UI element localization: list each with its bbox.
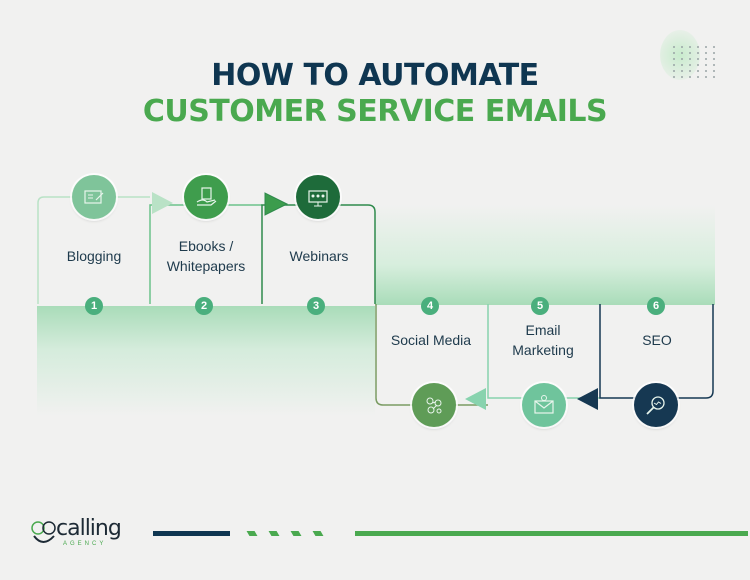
title-line-2: CUSTOMER SERVICE EMAILS: [142, 94, 608, 129]
step-2-badge: 2: [195, 297, 213, 315]
step-2-icon-circle: [184, 175, 228, 219]
box-3-outline: [261, 204, 376, 304]
decorative-dot: [681, 58, 683, 60]
step-3-badge: 3: [307, 297, 325, 315]
decorative-dot: [697, 76, 699, 78]
box-1-outline: [37, 196, 150, 304]
step-4-badge: 4: [421, 297, 439, 315]
decorative-dot: [705, 70, 707, 72]
decorative-dot: [673, 70, 675, 72]
decorative-dot: [673, 46, 675, 48]
title-line-1: HOW TO AUTOMATE: [211, 58, 539, 93]
calling-agency-logo: calling AGENCY: [30, 516, 130, 554]
social-network-icon: [426, 397, 442, 414]
logo-subtext: AGENCY: [63, 541, 107, 547]
blog-icon: [84, 190, 104, 204]
step-6-badge: 6: [647, 297, 665, 315]
decorative-dot: [673, 64, 675, 66]
step-3-label: Webinars: [289, 248, 349, 264]
decorative-dot: [713, 64, 715, 66]
decorative-dot: [689, 76, 691, 78]
webinar-screen-icon: [308, 190, 328, 207]
step-1-label: Blogging: [66, 248, 122, 264]
step-5-badge: 5: [531, 297, 549, 315]
decorative-dot: [697, 70, 699, 72]
decorative-dot: [681, 64, 683, 66]
decorative-dot: [689, 58, 691, 60]
decorative-dot: [697, 58, 699, 60]
decorative-glow: [660, 30, 700, 80]
ebook-hand-icon: [196, 187, 217, 206]
decorative-dot: [705, 46, 707, 48]
decorative-dot: [705, 58, 707, 60]
decorative-dot: [705, 76, 707, 78]
decorative-dot: [697, 46, 699, 48]
step-1-badge: 1: [85, 297, 103, 315]
decorative-dot-grid: [673, 46, 723, 78]
decorative-dot: [681, 46, 683, 48]
decorative-dot: [705, 64, 707, 66]
band-left: [37, 306, 375, 416]
step-6-label: SEO: [642, 332, 672, 348]
decorative-dot: [713, 70, 715, 72]
arrow-5-to-4: [465, 388, 486, 410]
step-2-label: Ebooks / Whitepapers: [166, 238, 246, 274]
decorative-dot: [681, 70, 683, 72]
decorative-dot: [713, 58, 715, 60]
decorative-dot: [681, 76, 683, 78]
decorative-dot: [713, 52, 715, 54]
step-4-icon-circle: [412, 383, 456, 427]
step-5-icon-circle: [522, 383, 566, 427]
logo-text: calling: [56, 516, 122, 541]
step-3-icon-circle: [296, 175, 340, 219]
footer-bar-navy: [153, 531, 230, 536]
box-6-outline: [599, 304, 714, 399]
decorative-dot: [689, 70, 691, 72]
decorative-dot: [681, 52, 683, 54]
decorative-dot: [689, 46, 691, 48]
headset-face-icon: [31, 521, 56, 543]
footer-bar-green: [355, 531, 748, 536]
seo-magnifier-icon: [646, 396, 665, 415]
decorative-dot: [713, 76, 715, 78]
email-envelope-icon: [534, 395, 554, 414]
decorative-dot: [673, 76, 675, 78]
decorative-dot: [697, 52, 699, 54]
box-4-outline: [375, 304, 488, 406]
step-4-label: Social Media: [390, 332, 472, 348]
decorative-dot: [689, 52, 691, 54]
decorative-dot: [705, 52, 707, 54]
decorative-dot: [673, 52, 675, 54]
arrow-6-to-5: [577, 388, 598, 410]
decorative-dot: [673, 58, 675, 60]
arrow-2-to-3: [264, 192, 289, 216]
decorative-dot: [697, 64, 699, 66]
arrow-1-to-2: [152, 192, 173, 214]
step-6-icon-circle: [634, 383, 678, 427]
decorative-dot: [713, 46, 715, 48]
step-5-label: Email Marketing: [512, 322, 574, 358]
step-1-icon-circle: [72, 175, 116, 219]
decorative-dot: [689, 64, 691, 66]
band-right: [375, 205, 715, 305]
